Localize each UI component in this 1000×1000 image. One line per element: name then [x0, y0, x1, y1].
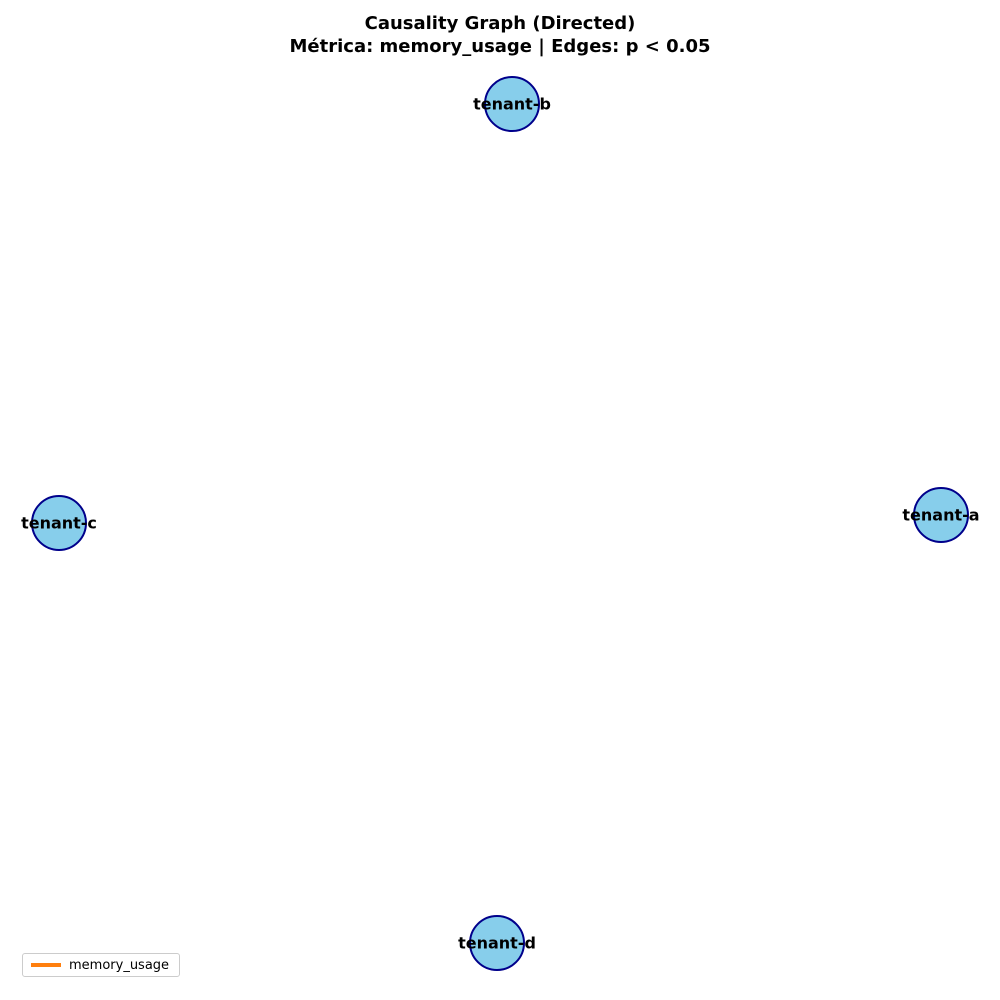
title-line-2: Métrica: memory_usage | Edges: p < 0.05 — [289, 36, 711, 57]
node-circle-tenant-c — [31, 495, 87, 551]
legend-swatch-memory-usage — [31, 963, 61, 967]
node-circle-tenant-b — [484, 76, 540, 132]
node-tenant-b: tenant-b — [473, 76, 551, 132]
node-tenant-a: tenant-a — [902, 487, 980, 543]
node-tenant-d: tenant-d — [458, 915, 536, 971]
node-label-tenant-c: tenant-c — [21, 514, 97, 533]
legend-label-memory-usage: memory_usage — [69, 957, 170, 973]
node-tenant-c: tenant-c — [21, 495, 97, 551]
title-line-1: Causality Graph (Directed) — [364, 13, 636, 34]
node-circle-tenant-a — [913, 487, 969, 543]
node-label-tenant-b: tenant-b — [473, 95, 551, 114]
figure-title: Causality Graph (Directed) Métrica: memo… — [0, 12, 1000, 58]
legend: memory_usage — [22, 953, 181, 977]
node-label-tenant-a: tenant-a — [902, 506, 979, 525]
node-label-tenant-d: tenant-d — [458, 934, 536, 953]
node-circle-tenant-d — [469, 915, 525, 971]
